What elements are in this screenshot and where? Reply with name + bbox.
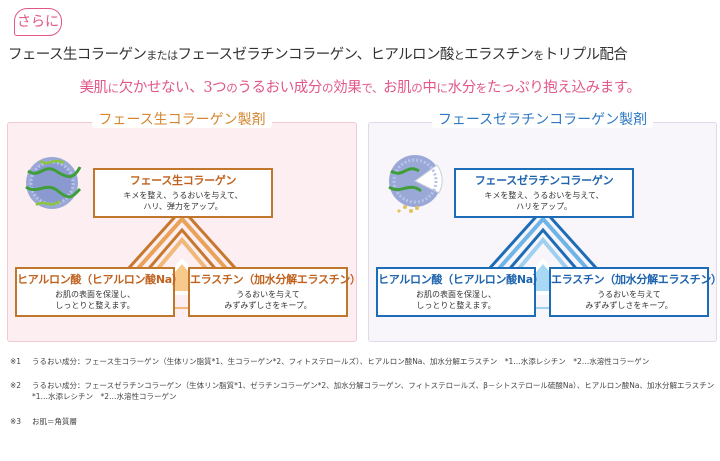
headline-part4: トリプル配合	[543, 47, 628, 63]
box-face-gelatin-collagen: フェースゼラチンコラーゲン キメを整え、うるおいを与えて、ハリをアップ。	[454, 168, 634, 218]
subline-s11: 中	[422, 80, 437, 96]
subline-s13: 水分	[447, 80, 477, 96]
subline-s2: に	[107, 81, 120, 95]
subline-s10: の	[411, 81, 423, 95]
subline-s15: たっぷり抱え込みます。	[486, 80, 641, 96]
subline-s6: の	[322, 81, 334, 95]
lipid-sphere-cutaway-icon	[388, 155, 443, 213]
box-elastin: エラスチン（加水分解エラスチン） うるおいを与えてみずみずしさをキープ。	[549, 267, 720, 317]
headline-part3: エラスチン	[464, 47, 534, 63]
subline-s12: に	[436, 81, 448, 95]
headline-conj2: と	[453, 49, 465, 62]
subline-s9: お肌	[383, 80, 412, 96]
subline-s1: 美肌	[79, 80, 108, 96]
box-hyaluronic-acid: ヒアルロン酸（ヒアルロン酸Na） お肌の表面を保湿し、しっとりと整えます。	[15, 267, 183, 317]
subline-s3: 欠かせない、3つ	[118, 80, 227, 96]
panel-face-raw-collagen: フェース生コラーゲン製剤 フェース生コラーゲン キメを整え、うるおいを与えて、ハ…	[7, 112, 361, 342]
panel-title: フェース生コラーゲン製剤	[8, 109, 356, 131]
subline: 美肌に欠かせない、3つのうるおい成分の効果で、お肌の中に水分をたっぷり抱え込みま…	[0, 76, 720, 100]
panel-face-gelatin-collagen: フェースゼラチンコラーゲン製剤 フェースゼラチンコラーゲン キメを整え、うるおい…	[368, 112, 720, 342]
subline-s4: の	[226, 81, 238, 95]
lipid-sphere-icon	[25, 157, 82, 209]
panel-title: フェースゼラチンコラーゲン製剤	[369, 109, 716, 131]
headline-conj1: または	[146, 49, 178, 62]
subline-s5: うるおい成分	[237, 80, 322, 96]
subline-s7: 効果	[333, 80, 362, 96]
box-hyaluronic-acid: ヒアルロン酸（ヒアルロン酸Na） お肌の表面を保湿し、しっとりと整えます。	[376, 267, 544, 317]
box-face-raw-collagen: フェース生コラーゲン キメを整え、うるおいを与えて、ハリ、弾力をアップ。	[93, 168, 273, 218]
headline-part1: フェース生コラーゲン	[8, 47, 147, 63]
headline: フェース生コラーゲンまたはフェースゼラチンコラーゲン、ヒアルロン酸とエラスチンを…	[8, 44, 720, 66]
subline-s14: を	[475, 81, 488, 95]
subline-s8: で、	[361, 81, 384, 95]
sarani-badge: さらに	[14, 8, 62, 36]
headline-conj3: を	[533, 49, 544, 62]
headline-part2: フェースゼラチンコラーゲン、ヒアルロン酸	[177, 47, 454, 63]
box-elastin: エラスチン（加水分解エラスチン） うるおいを与えてみずみずしさをキープ。	[188, 267, 361, 317]
